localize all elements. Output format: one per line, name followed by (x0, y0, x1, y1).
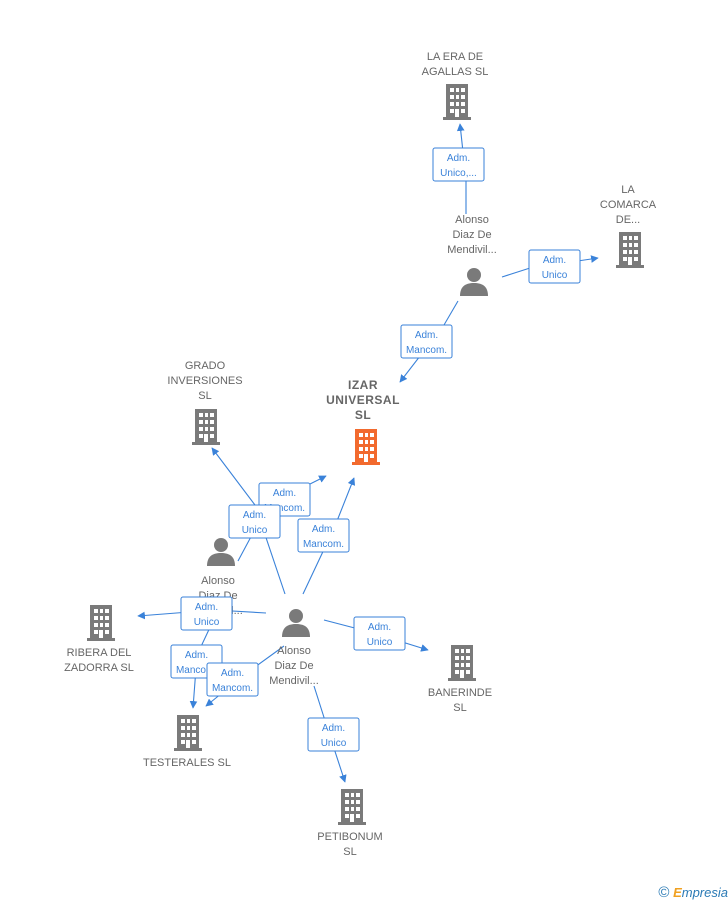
node-petibonum[interactable]: PETIBONUM SL (317, 789, 383, 858)
edge-label-text: Adm. (195, 602, 218, 613)
brand-name: mpresia (681, 885, 728, 900)
node-label[interactable]: Mendivil... (447, 244, 497, 256)
node-label[interactable]: PETIBONUM (317, 831, 382, 843)
node-label[interactable]: IZAR (348, 378, 378, 392)
node-label[interactable]: Diaz De (274, 660, 313, 672)
edge-labels-layer: Adm.Unico,...Adm.UnicoAdm.Mancom.Adm.Man… (170, 147, 581, 752)
node-label[interactable]: COMARCA (600, 199, 657, 211)
node-label[interactable]: SL (355, 408, 371, 422)
node-label[interactable]: LA ERA DE (427, 51, 483, 63)
edge-label-e11[interactable]: Adm. Unico (307, 717, 360, 752)
node-grado[interactable]: GRADO INVERSIONES SL (167, 360, 243, 445)
edge-label-text: Mancom. (264, 503, 305, 514)
edge-label-text: Adm. (368, 622, 391, 633)
edge-label-e6[interactable]: Adm. Unico (228, 504, 281, 539)
edge-label-text: Unico (321, 738, 347, 749)
edge-label-e2[interactable]: Adm. Unico (528, 249, 581, 284)
node-label[interactable]: Alonso (455, 214, 489, 226)
node-label[interactable]: DE... (616, 214, 640, 226)
edge-label-e10[interactable]: Adm. Mancom. (206, 662, 259, 697)
edge-label-text: Adm. (243, 510, 266, 521)
node-label[interactable]: AGALLAS SL (422, 66, 489, 78)
node-label[interactable]: Mendivil... (269, 675, 319, 687)
node-label[interactable]: BANERINDE (428, 687, 492, 699)
node-label[interactable]: Alonso (277, 645, 311, 657)
edge-label-box[interactable] (307, 717, 360, 752)
edge-label-text: Unico (242, 525, 268, 536)
edge-label-box[interactable] (400, 324, 453, 359)
edge-label-e3[interactable]: Adm. Mancom. (400, 324, 453, 359)
node-label[interactable]: SL (198, 390, 211, 402)
edge-label-text: Unico (542, 270, 568, 281)
node-label[interactable]: SL (343, 846, 356, 858)
edge-label-box[interactable] (528, 249, 581, 284)
edge-label-box[interactable] (297, 518, 350, 553)
node-label[interactable]: GRADO (185, 360, 226, 372)
node-la-era[interactable]: LA ERA DE AGALLAS SL (422, 51, 489, 120)
copyright-icon: © (658, 884, 670, 901)
node-label[interactable]: RIBERA DEL (67, 647, 132, 659)
node-ribera[interactable]: RIBERA DEL ZADORRA SL (64, 605, 134, 674)
building-icon[interactable] (443, 84, 471, 120)
node-banerinde[interactable]: BANERINDE SL (428, 645, 492, 714)
node-la-comarca[interactable]: LA COMARCA DE... (600, 184, 657, 268)
building-icon[interactable] (448, 645, 476, 681)
edge-label-text: Adm. (312, 524, 335, 535)
edge-label-text: Mancom. (176, 665, 217, 676)
edge-label-box[interactable] (432, 147, 485, 182)
edge-label-text: Adm. (221, 668, 244, 679)
node-label[interactable]: Diaz De (452, 229, 491, 241)
building-icon[interactable] (352, 429, 380, 465)
node-label[interactable]: TESTERALES SL (143, 757, 231, 769)
building-icon[interactable] (192, 409, 220, 445)
edge-label-text: Unico (367, 637, 393, 648)
edge-label-text: Adm. (185, 650, 208, 661)
edge-label-box[interactable] (180, 596, 233, 631)
edge-label-text: Adm. (543, 255, 566, 266)
edge-label-text: Mancom. (303, 539, 344, 550)
edge-label-text: Mancom. (212, 683, 253, 694)
building-icon[interactable] (338, 789, 366, 825)
edge-label-text: Adm. (273, 488, 296, 499)
person-icon[interactable] (460, 268, 488, 296)
edge-label-text: Mancom. (406, 345, 447, 356)
building-icon[interactable] (616, 232, 644, 268)
node-label[interactable]: SL (453, 702, 466, 714)
building-icon[interactable] (87, 605, 115, 641)
building-icon[interactable] (174, 715, 202, 751)
person-icon[interactable] (282, 609, 310, 637)
edge-label-box[interactable] (206, 662, 259, 697)
node-label[interactable]: LA (621, 184, 635, 196)
node-label[interactable]: UNIVERSAL (326, 393, 400, 407)
brand-initial: E (673, 885, 682, 900)
edge-label-text: Adm. (415, 330, 438, 341)
edge-label-e8[interactable]: Adm. Unico (353, 616, 406, 651)
edge-label-text: Adm. (322, 723, 345, 734)
person-icon[interactable] (207, 538, 235, 566)
edge-label-text: Unico,... (440, 168, 477, 179)
edge-label-text: Adm. (447, 153, 470, 164)
node-label[interactable]: INVERSIONES (167, 375, 242, 387)
edge-label-box[interactable] (353, 616, 406, 651)
edge-label-e1[interactable]: Adm. Unico,... (432, 147, 485, 182)
node-label[interactable]: Alonso (201, 575, 235, 587)
edge-label-e5[interactable]: Adm. Mancom. (297, 518, 350, 553)
empresia-watermark[interactable]: © Empresia (658, 884, 728, 901)
node-testerales[interactable]: TESTERALES SL (143, 715, 231, 769)
node-label[interactable]: ZADORRA SL (64, 662, 134, 674)
edge-label-e7[interactable]: Adm. Unico (180, 596, 233, 631)
edge-label-text: Unico (194, 617, 220, 628)
edge-label-box[interactable] (228, 504, 281, 539)
